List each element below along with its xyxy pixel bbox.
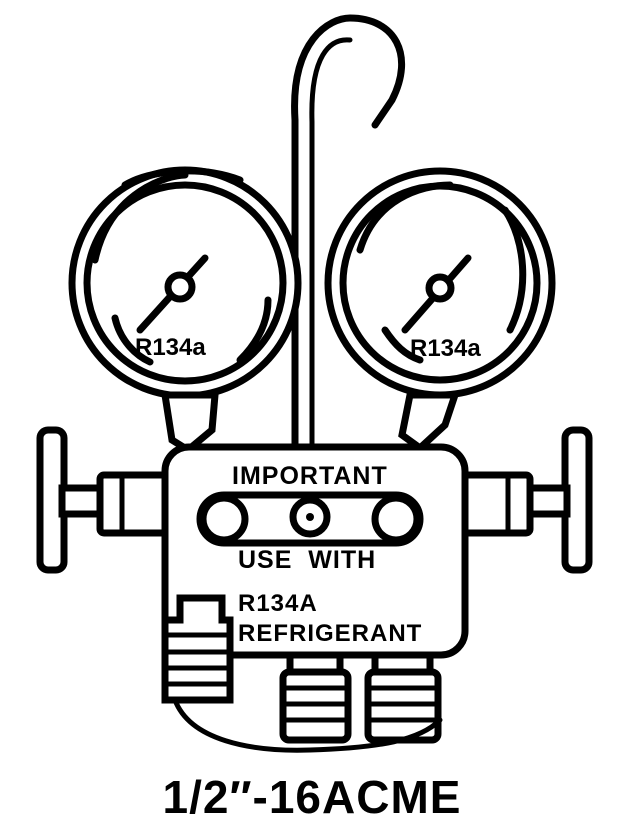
right-valve: [458, 426, 593, 574]
left-valve: [36, 426, 179, 574]
left-gauge-neck: [160, 391, 219, 455]
center-hose-fitting: [279, 651, 352, 744]
hanger-hook-inner: [309, 37, 353, 448]
right-gauge-label: R134a: [410, 335, 481, 362]
thread-size-caption: 1/2″-16ACME: [162, 771, 462, 823]
manifold-label-r134a: R134A: [238, 590, 318, 617]
right-hose-fitting: [364, 651, 442, 744]
caption-leader-line: [172, 697, 443, 753]
manifold-label-refrigerant: REFRIGERANT: [238, 620, 422, 647]
right-gauge: R134a: [324, 167, 556, 399]
sight-glass: [196, 491, 424, 547]
hanger-hook: [291, 14, 405, 449]
left-gauge-label: R134a: [135, 334, 206, 361]
manifold-label-use-with: USE WITH: [238, 546, 376, 574]
right-gauge-neck: [398, 391, 460, 453]
left-hose-fitting: [161, 594, 234, 704]
manifold-label-important: IMPORTANT: [232, 462, 388, 490]
left-gauge: R134a: [68, 166, 302, 400]
